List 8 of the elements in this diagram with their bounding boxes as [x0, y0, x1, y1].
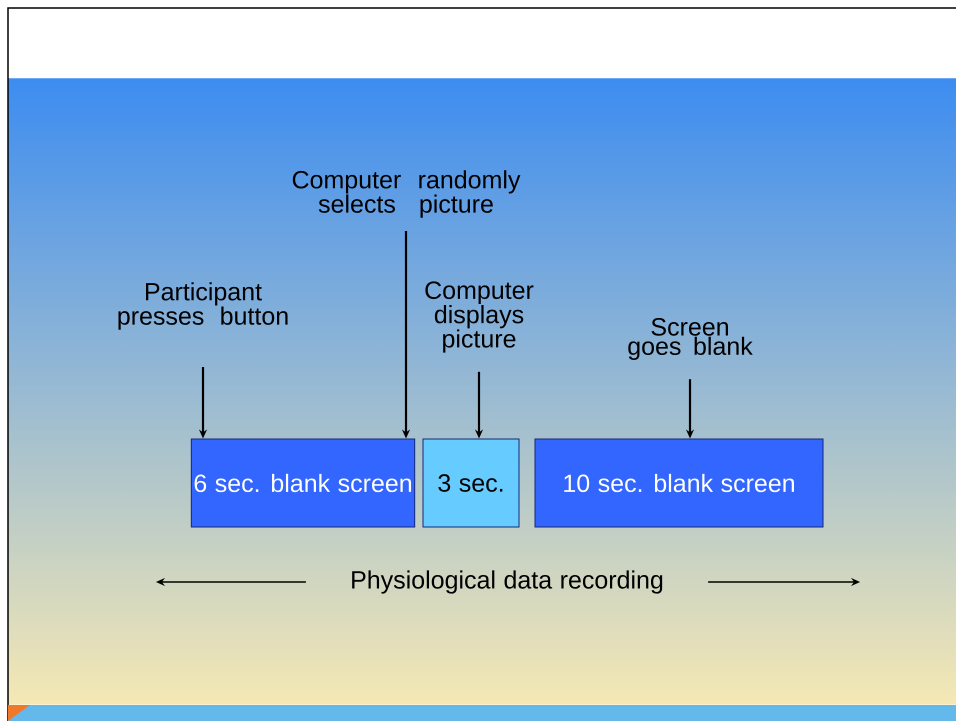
time-box: 3 sec.	[422, 438, 520, 528]
step-label: Computer randomly selects picture	[292, 170, 520, 218]
time-box: 6 sec. blank screen	[190, 438, 416, 528]
step-label: Computer displays picture	[425, 281, 534, 353]
time-box: 10 sec. blank screen	[534, 438, 824, 528]
step-label: Participant presses button	[118, 282, 288, 330]
step-label: Physiological data recording	[352, 570, 662, 594]
step-label: Screen goes blank	[628, 318, 753, 360]
